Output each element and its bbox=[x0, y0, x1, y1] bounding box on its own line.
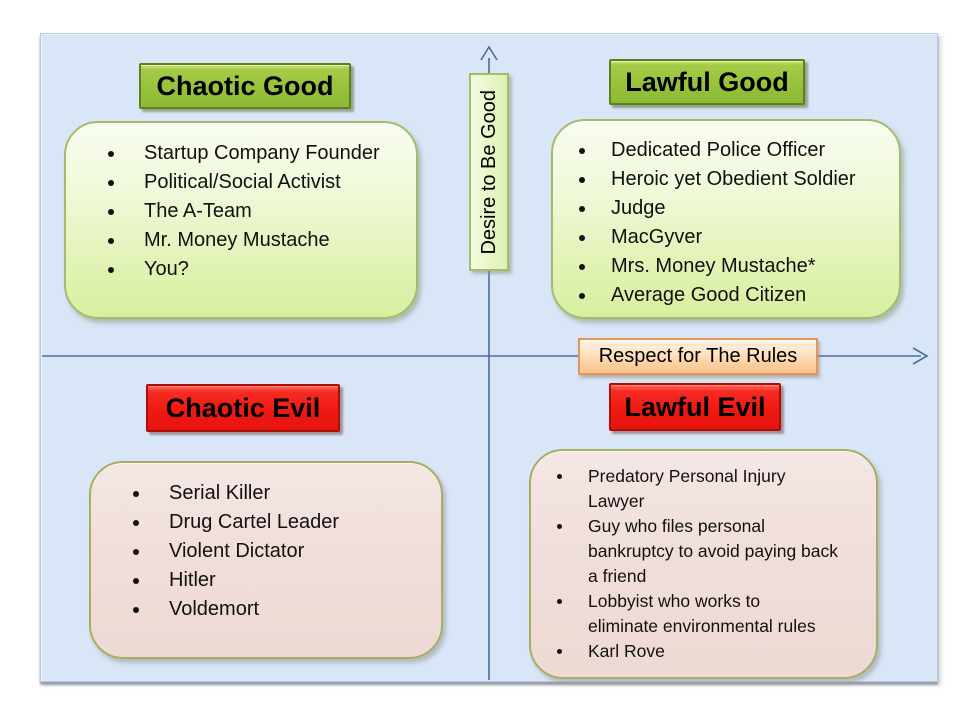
bullet-icon bbox=[133, 491, 139, 497]
bullet-icon bbox=[133, 549, 139, 555]
list-item-text: Karl Rove bbox=[588, 641, 665, 661]
list-item-text: Startup Company Founder bbox=[144, 142, 380, 164]
list-item-text: Guy who files personal bankruptcy to avo… bbox=[588, 516, 839, 586]
list-item: Lobbyist who works to eliminate environm… bbox=[531, 589, 870, 639]
bullet-icon bbox=[108, 151, 114, 157]
bullet-icon bbox=[108, 209, 114, 215]
horizontal-axis-label-text: Respect for The Rules bbox=[598, 345, 798, 367]
vertical-axis-label-text: Desire to Be Good bbox=[477, 89, 500, 255]
list-item-text: Judge bbox=[611, 197, 666, 219]
bullet-icon bbox=[557, 599, 562, 604]
quadrant-title-lawful-evil: Lawful Evil bbox=[609, 383, 781, 431]
list-item-text: Hitler bbox=[169, 569, 216, 591]
list-item: Karl Rove bbox=[531, 639, 870, 664]
quadrant-title-chaotic-good: Chaotic Good bbox=[139, 63, 351, 109]
bullet-icon bbox=[579, 264, 585, 270]
list-item-text: Voldemort bbox=[169, 598, 260, 620]
quadrant-title-lawful-good: Lawful Good bbox=[609, 59, 805, 105]
list-item: Political/Social Activist bbox=[66, 168, 408, 197]
list-item: MacGyver bbox=[553, 223, 891, 252]
list-item-text: The A-Team bbox=[144, 200, 252, 222]
list-item-text: Violent Dictator bbox=[169, 540, 305, 562]
bullet-icon bbox=[579, 206, 585, 212]
list-item-text: Mrs. Money Mustache* bbox=[611, 255, 816, 277]
list-item: Startup Company Founder bbox=[66, 139, 408, 168]
bullet-icon bbox=[557, 524, 562, 529]
right-arrow-icon bbox=[912, 347, 929, 365]
quadrant-title-chaotic-evil: Chaotic Evil bbox=[146, 384, 340, 432]
list-item: Predatory Personal Injury Lawyer bbox=[531, 464, 870, 514]
alignment-chart-slide: Chaotic Good Lawful Good Chaotic Evil La… bbox=[40, 33, 938, 682]
bullet-icon bbox=[579, 148, 585, 154]
list-item: Guy who files personal bankruptcy to avo… bbox=[531, 514, 870, 589]
up-arrow-icon bbox=[480, 45, 498, 61]
list-item: Violent Dictator bbox=[91, 537, 433, 566]
bullet-icon bbox=[108, 238, 114, 244]
bullet-icon bbox=[557, 474, 562, 479]
bullet-icon bbox=[133, 520, 139, 526]
list-item: Heroic yet Obedient Soldier bbox=[553, 165, 891, 194]
list-item-text: Serial Killer bbox=[169, 482, 271, 504]
list-item-text: Predatory Personal Injury Lawyer bbox=[588, 466, 786, 511]
list-item: Average Good Citizen bbox=[553, 281, 891, 310]
bullet-icon bbox=[579, 235, 585, 241]
list-item: Hitler bbox=[91, 566, 433, 595]
list-item: The A-Team bbox=[66, 197, 408, 226]
list-item: Serial Killer bbox=[91, 479, 433, 508]
vertical-axis-label: Desire to Be Good bbox=[469, 73, 509, 271]
list-item-text: Dedicated Police Officer bbox=[611, 139, 826, 161]
bullet-icon bbox=[579, 293, 585, 299]
list-item: Voldemort bbox=[91, 595, 433, 624]
list-item-text: Average Good Citizen bbox=[611, 284, 807, 306]
horizontal-axis-label: Respect for The Rules bbox=[578, 338, 818, 375]
list-item: Judge bbox=[553, 194, 891, 223]
bullet-icon bbox=[133, 578, 139, 584]
list-item-text: Heroic yet Obedient Soldier bbox=[611, 168, 856, 190]
list-item-text: Drug Cartel Leader bbox=[169, 511, 340, 533]
bullet-icon bbox=[557, 649, 562, 654]
list-item: Mrs. Money Mustache* bbox=[553, 252, 891, 281]
bullet-icon bbox=[108, 267, 114, 273]
bullet-icon bbox=[108, 180, 114, 186]
list-item: Dedicated Police Officer bbox=[553, 136, 891, 165]
list-item: You? bbox=[66, 255, 408, 284]
list-item-text: Mr. Money Mustache bbox=[144, 229, 330, 251]
bullet-icon bbox=[579, 177, 585, 183]
list-item-text: MacGyver bbox=[611, 226, 703, 248]
list-item: Drug Cartel Leader bbox=[91, 508, 433, 537]
list-item-text: Lobbyist who works to eliminate environm… bbox=[588, 591, 816, 636]
list-item-text: You? bbox=[144, 258, 189, 280]
list-item: Mr. Money Mustache bbox=[66, 226, 408, 255]
list-item-text: Political/Social Activist bbox=[144, 171, 341, 193]
bullet-icon bbox=[133, 607, 139, 613]
